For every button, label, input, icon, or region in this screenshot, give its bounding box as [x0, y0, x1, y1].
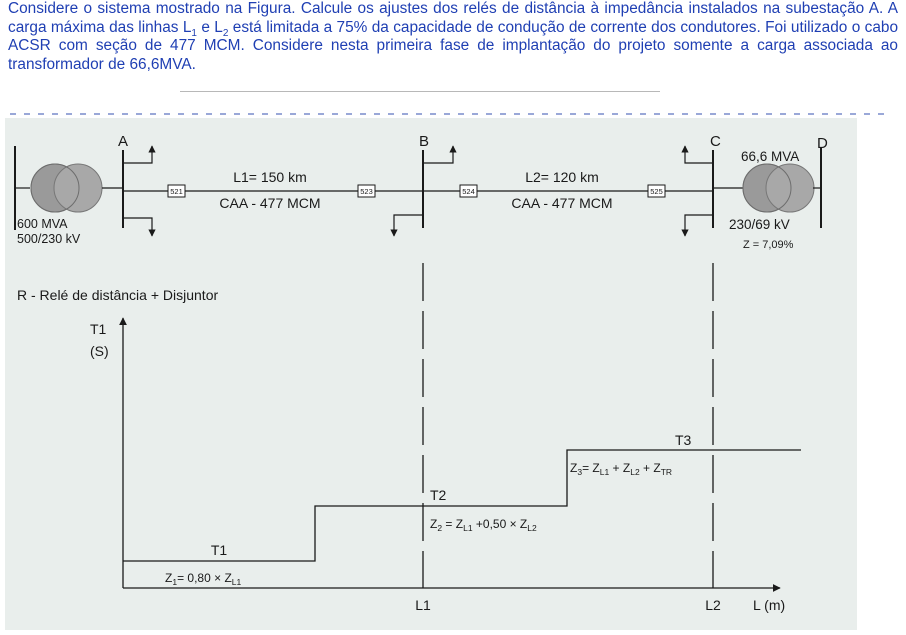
- relay-521: 521: [170, 187, 183, 196]
- statement-part-1: Considere o sistema mostrado na Figura. …: [8, 0, 898, 36]
- load-transformer-impedance: Z = 7,09%: [743, 239, 794, 251]
- x-axis-label: L (m): [753, 597, 785, 613]
- protection-figure: 600 MVA 500/230 kV A 521 523 L1= 150 km …: [5, 118, 857, 630]
- source-transformer-rating: 600 MVA: [17, 217, 68, 231]
- relay-523: 523: [360, 187, 373, 196]
- y-axis-unit: (S): [90, 343, 109, 359]
- x-tick-l1: L1: [415, 597, 431, 613]
- x-tick-l2: L2: [705, 597, 721, 613]
- relay-524: 524: [462, 187, 475, 196]
- subscript-1: 1: [191, 27, 197, 39]
- subscript-2: 2: [222, 27, 229, 39]
- line-l1-cable: CAA - 477 MCM: [219, 195, 320, 211]
- bus-c-label: C: [710, 133, 721, 150]
- zone-1-formula: Z1= 0,80 × ZL1: [165, 571, 242, 587]
- line-l1-length: L1= 150 km: [233, 169, 307, 185]
- zone-2-formula: Z2 = ZL1 +0,50 × ZL2: [430, 517, 537, 533]
- line-l2-cable: CAA - 477 MCM: [511, 195, 612, 211]
- statement-part-3: está limitada a 75% da capacidade de con…: [8, 18, 898, 73]
- bus-b-label: B: [419, 133, 429, 150]
- dashed-separator: [10, 113, 890, 115]
- problem-statement: Considere o sistema mostrado na Figura. …: [8, 0, 898, 98]
- line-l2-length: L2= 120 km: [525, 169, 599, 185]
- protection-diagram: 600 MVA 500/230 kV A 521 523 L1= 150 km …: [14, 133, 828, 613]
- load-transformer-voltage: 230/69 kV: [729, 217, 790, 232]
- zone-2-time-label: T2: [430, 487, 447, 503]
- source-transformer-voltage: 500/230 kV: [17, 232, 81, 246]
- zone-step-curve: [123, 449, 801, 562]
- load-transformer-icon: [742, 163, 815, 213]
- zone-3-formula: Z3= ZL1 + ZL2 + ZTR: [570, 461, 672, 477]
- statement-part-2: e L: [196, 18, 223, 36]
- source-transformer-icon: [30, 163, 103, 213]
- y-axis-label: T1: [90, 321, 107, 337]
- bus-a-label: A: [118, 133, 128, 150]
- cropped-figure-strip: [180, 91, 660, 100]
- zone-1-time-label: T1: [211, 542, 228, 558]
- chart-title: R - Relé de distância + Disjuntor: [17, 287, 218, 303]
- relay-525: 525: [650, 187, 663, 196]
- bus-d-label: D: [817, 135, 828, 152]
- zone-3-time-label: T3: [675, 432, 692, 448]
- load-transformer-rating: 66,6 MVA: [741, 149, 799, 164]
